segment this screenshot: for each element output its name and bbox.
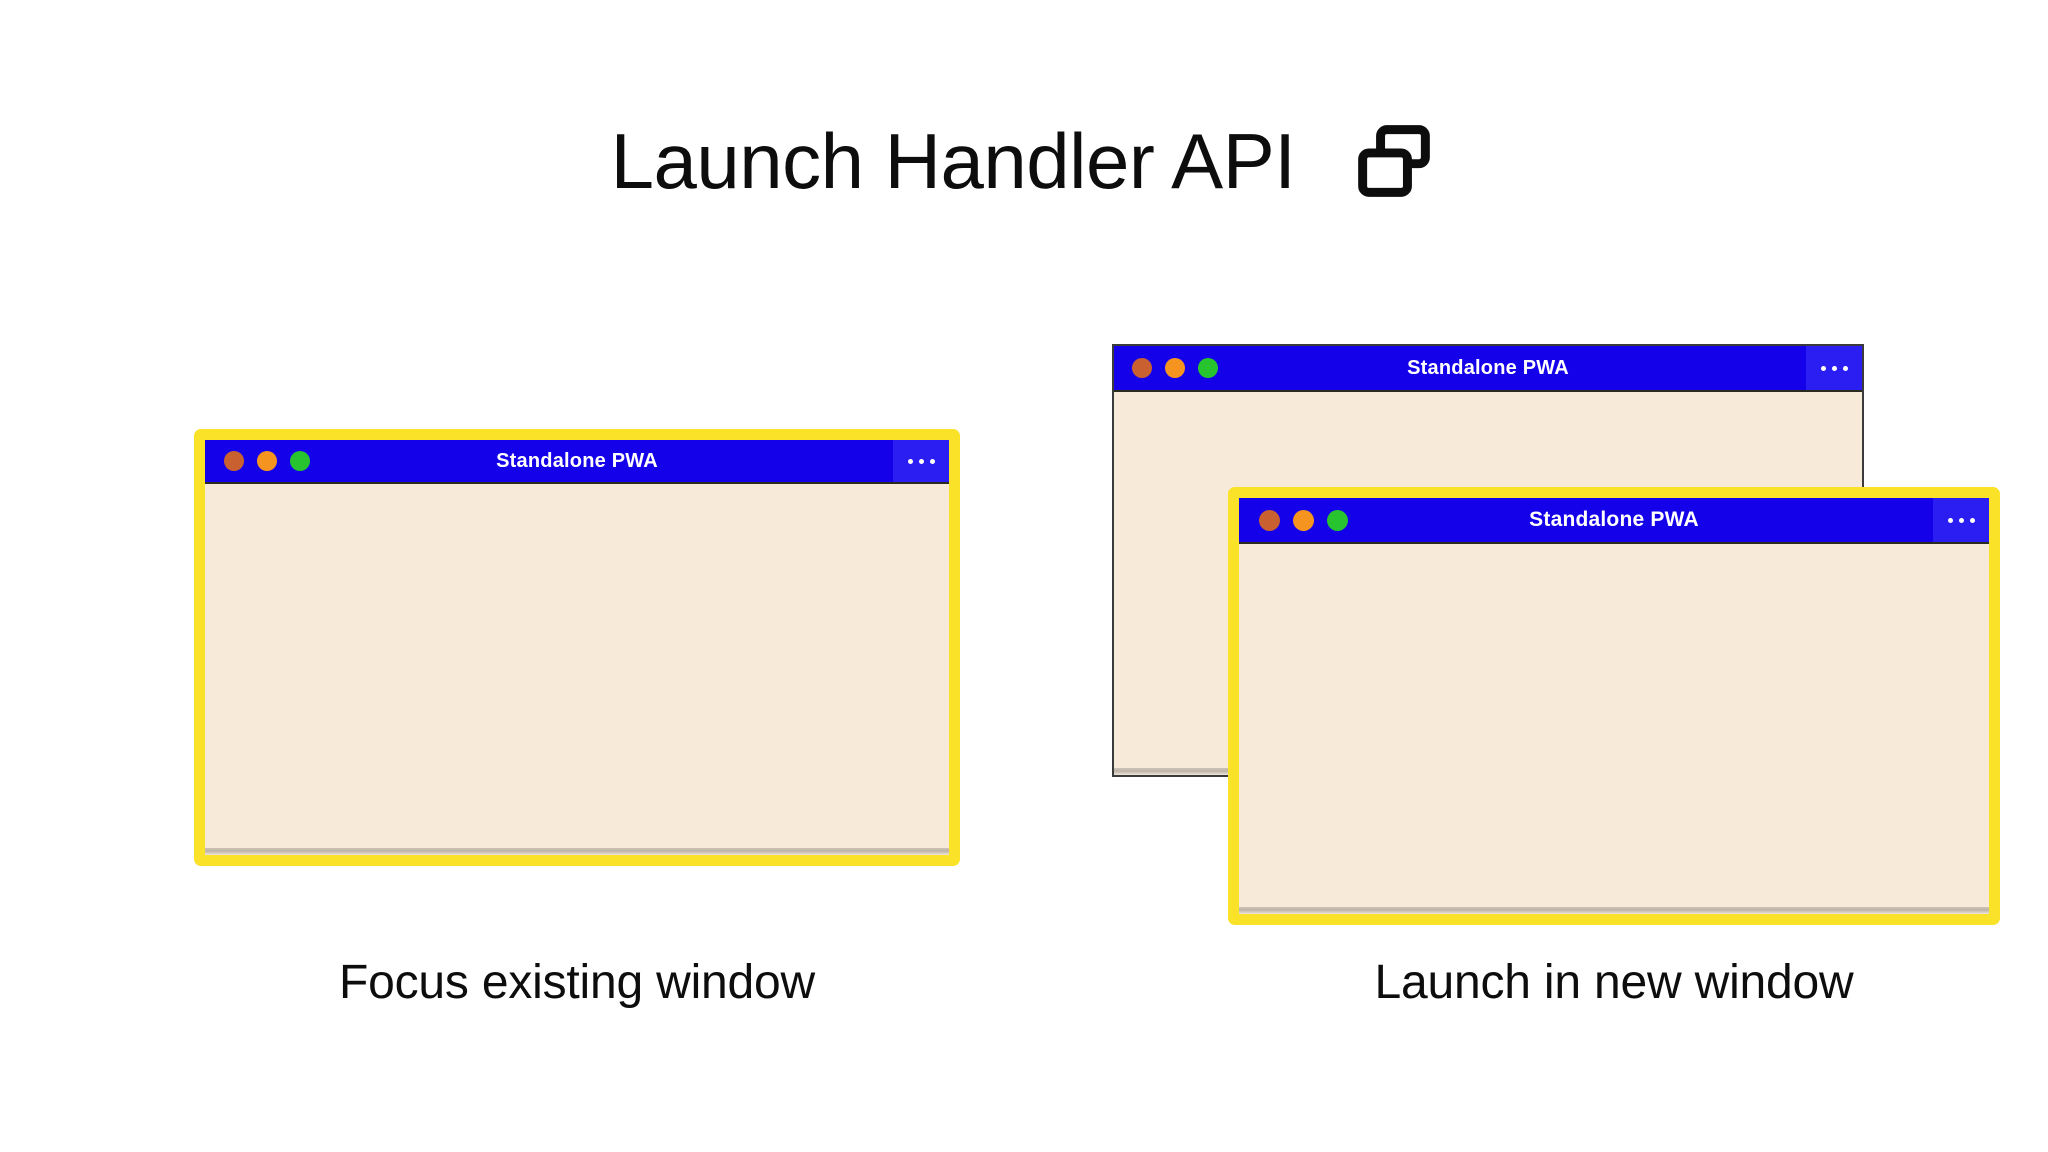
more-dot [1947, 517, 1953, 523]
page-header: Launch Handler API [0, 118, 2048, 204]
caption-launch-new: Launch in new window [1374, 956, 1854, 1009]
traffic-lights [1132, 358, 1218, 378]
more-dot [907, 458, 913, 464]
more-options-icon[interactable] [1806, 346, 1862, 390]
window-inner: Standalone PWA [205, 440, 949, 855]
close-icon[interactable] [1132, 358, 1152, 378]
more-dot [918, 458, 924, 464]
minimize-icon[interactable] [257, 451, 277, 471]
window-inner: Standalone PWA [1239, 498, 1989, 914]
traffic-lights [224, 451, 310, 471]
maximize-icon[interactable] [1327, 509, 1348, 531]
window-titlebar[interactable]: Standalone PWA [205, 440, 949, 484]
window-titlebar[interactable]: Standalone PWA [1239, 498, 1989, 544]
traffic-lights [1259, 509, 1348, 531]
caption-focus-existing: Focus existing window [338, 956, 815, 1009]
more-options-icon[interactable] [1933, 498, 1989, 542]
more-dot [1969, 517, 1975, 523]
more-options-icon[interactable] [893, 440, 949, 482]
more-dot [1842, 365, 1848, 371]
window-focus-existing[interactable]: Standalone PWA [194, 429, 960, 866]
minimize-icon[interactable] [1165, 358, 1185, 378]
minimize-icon[interactable] [1293, 509, 1314, 531]
more-dot [1820, 365, 1826, 371]
page-title: Launch Handler API [610, 117, 1296, 205]
more-dot [929, 458, 935, 464]
close-icon[interactable] [224, 451, 244, 471]
more-dot [1831, 365, 1837, 371]
maximize-icon[interactable] [290, 451, 310, 471]
maximize-icon[interactable] [1198, 358, 1218, 378]
window-title: Standalone PWA [1529, 508, 1699, 531]
more-dot [1958, 517, 1964, 523]
multi-window-icon [1351, 118, 1437, 204]
window-content-area [205, 484, 949, 855]
window-newly-launched[interactable]: Standalone PWA [1228, 487, 2000, 925]
window-title: Standalone PWA [496, 449, 658, 472]
close-icon[interactable] [1259, 509, 1280, 531]
window-title: Standalone PWA [1407, 356, 1569, 379]
window-titlebar[interactable]: Standalone PWA [1114, 346, 1862, 392]
window-content-area [1239, 544, 1989, 914]
